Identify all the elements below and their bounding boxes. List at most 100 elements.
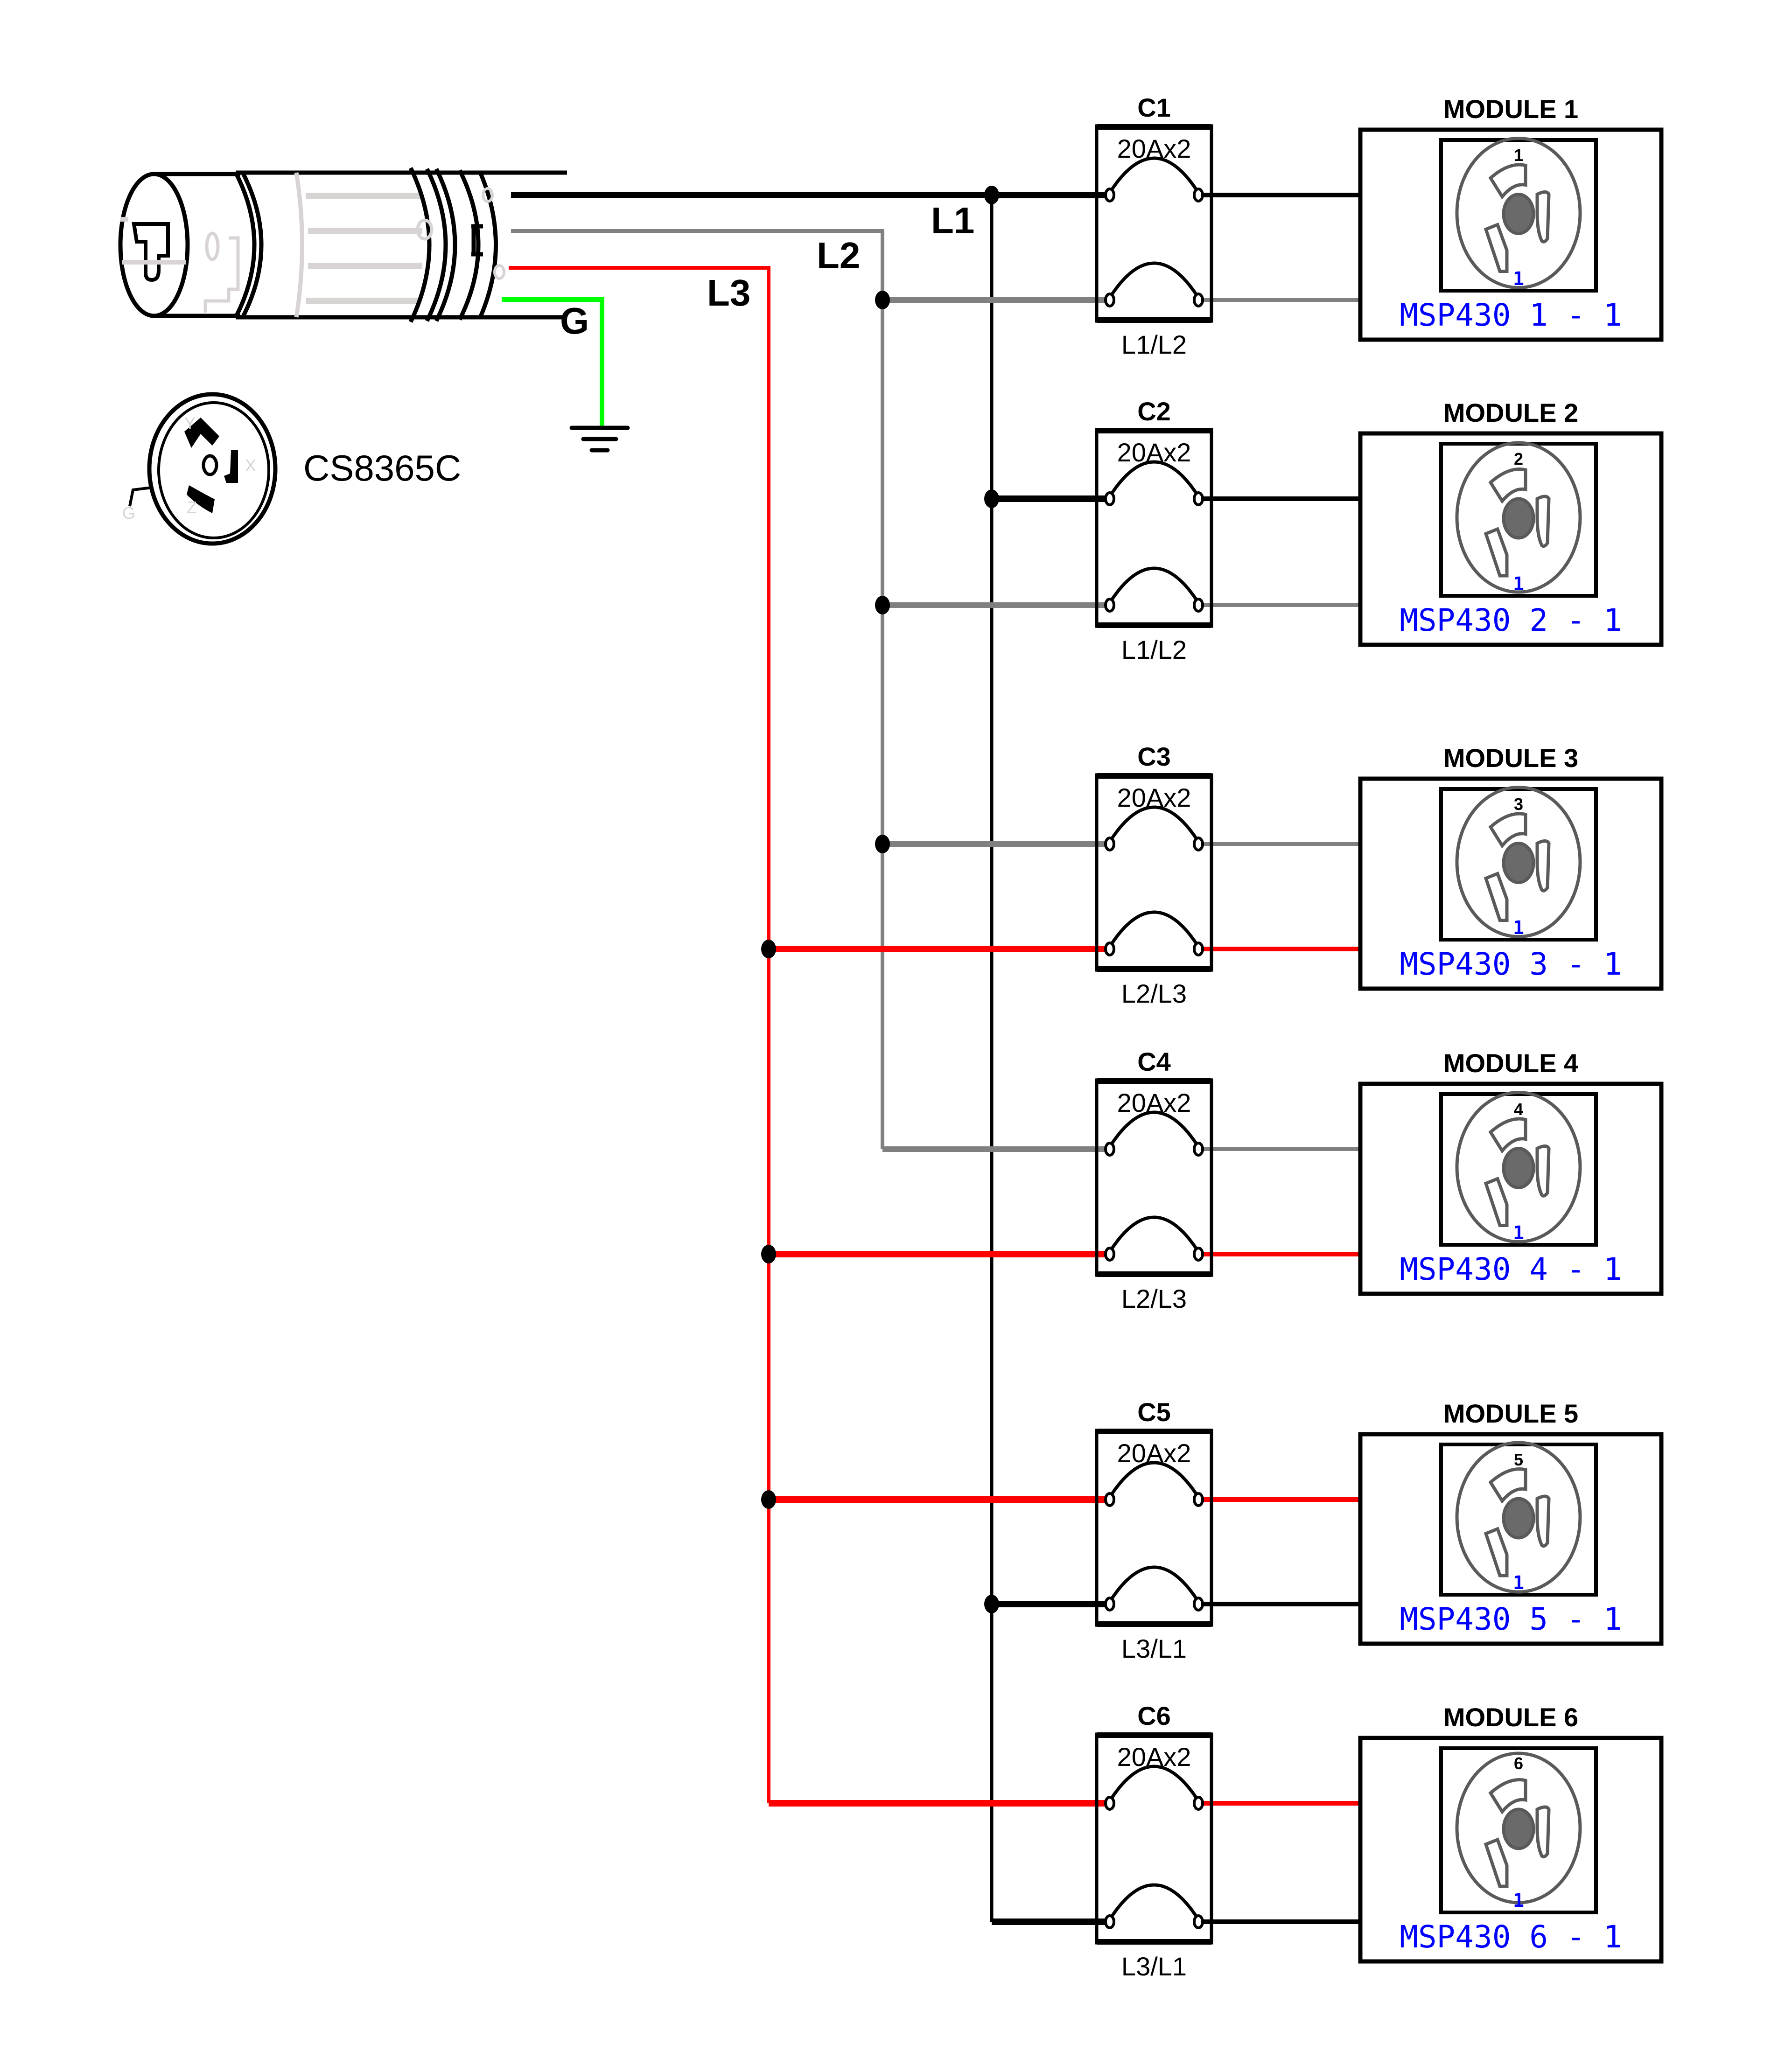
terminal-icon <box>1104 1247 1115 1262</box>
breaker-contact-icon <box>1109 1565 1199 1601</box>
module-number: 1 <box>1514 146 1523 165</box>
outlet-box <box>1439 1746 1598 1914</box>
junction-dot <box>984 489 999 508</box>
terminal-icon <box>1193 942 1204 956</box>
terminal-icon <box>1193 598 1204 613</box>
outlet-number: 1 <box>1513 1572 1524 1594</box>
terminal-icon <box>1193 1796 1204 1811</box>
module-box[interactable] <box>1358 1432 1664 1646</box>
breaker-id: C5 <box>1137 1397 1171 1427</box>
breaker-phases: L3/L1 <box>1121 1952 1187 1981</box>
bus-label-g: G <box>560 300 589 342</box>
junction-dot <box>761 1245 776 1263</box>
pin-label-g: G <box>122 503 135 523</box>
wire-l3-feed <box>509 266 770 1803</box>
breaker-phases: L3/L1 <box>1121 1634 1187 1663</box>
breaker-id: C2 <box>1137 397 1171 426</box>
module-number: 5 <box>1514 1450 1523 1469</box>
terminal-icon <box>1193 491 1204 506</box>
terminal-icon <box>1193 837 1204 851</box>
breaker-contact-icon <box>1109 1110 1199 1146</box>
terminal-icon <box>1193 1142 1204 1157</box>
terminal-icon <box>1104 942 1115 956</box>
outlet-number: 1 <box>1513 573 1524 595</box>
bus-label-l3: L3 <box>707 272 750 314</box>
terminal-icon <box>1104 188 1115 202</box>
breaker-contact-icon <box>1109 1883 1199 1919</box>
breaker-phases: L1/L2 <box>1121 635 1187 664</box>
twist-lock-receptacle-icon <box>1455 1751 1582 1905</box>
breaker-id: C1 <box>1137 93 1171 122</box>
module-box[interactable] <box>1358 1736 1664 1964</box>
terminal-icon <box>1193 1247 1204 1262</box>
terminal-icon <box>1193 1597 1204 1612</box>
module-number: 6 <box>1514 1754 1523 1773</box>
bus-label-l2: L2 <box>817 235 860 276</box>
twist-lock-receptacle-icon <box>1455 1441 1582 1594</box>
twist-lock-receptacle-icon <box>1455 441 1582 594</box>
module-number: 2 <box>1514 449 1523 468</box>
breaker-contact-icon <box>1109 261 1199 297</box>
module-title: MODULE 1 <box>1443 94 1578 124</box>
module-box[interactable] <box>1358 1081 1664 1296</box>
junction-dot <box>761 1490 776 1509</box>
breaker-contact-icon <box>1109 1765 1199 1800</box>
terminal-icon <box>1104 293 1115 307</box>
outlet-number: 1 <box>1513 1890 1524 1912</box>
twist-lock-receptacle-icon <box>1455 1091 1582 1243</box>
breaker-phases: L2/L3 <box>1121 979 1187 1008</box>
module-title: MODULE 5 <box>1443 1399 1578 1428</box>
module-number: 3 <box>1514 795 1523 814</box>
outlet-number: 1 <box>1513 1222 1524 1244</box>
plug-part-number: CS8365C <box>303 447 461 488</box>
module-box[interactable] <box>1358 776 1664 991</box>
feed-wires <box>502 192 994 1922</box>
bus-label-l1: L1 <box>931 200 974 241</box>
module-title: MODULE 4 <box>1443 1048 1578 1078</box>
breaker-rating: 20Ax2 <box>1117 438 1191 467</box>
terminal-icon <box>1104 1142 1115 1157</box>
breaker-contact-icon <box>1109 156 1199 192</box>
breaker-contact-icon <box>1109 805 1199 841</box>
junction-dot <box>875 291 890 309</box>
module-number: 4 <box>1514 1100 1523 1119</box>
terminal-icon <box>1104 598 1115 613</box>
breaker-phases: L1/L2 <box>1121 330 1187 359</box>
module-label: MSP430 1 - 1 <box>1400 297 1622 333</box>
outlet-number: 1 <box>1513 268 1524 290</box>
terminal-icon <box>1193 1914 1204 1929</box>
module-box[interactable] <box>1358 127 1664 342</box>
wire-l2-feed <box>511 229 884 1149</box>
terminal-icon <box>1104 1492 1115 1507</box>
ground-symbol-icon <box>569 426 630 453</box>
junction-dot <box>984 1595 999 1613</box>
plug-face-icon: Y X Z G <box>122 392 278 546</box>
twist-lock-receptacle-icon <box>1455 137 1582 289</box>
junction-dot <box>875 835 890 853</box>
outlet-box <box>1439 1443 1598 1597</box>
terminal-icon <box>1193 188 1204 202</box>
terminal-icon <box>1104 1597 1115 1612</box>
junction-dot <box>761 940 776 958</box>
module-box[interactable] <box>1358 431 1664 647</box>
twist-lock-receptacle-icon <box>1455 786 1582 938</box>
breaker-contact-icon <box>1109 1461 1199 1497</box>
junction-dot <box>875 596 890 614</box>
breaker-contact-icon <box>1109 1215 1199 1251</box>
breaker-contact-icon <box>1109 566 1199 602</box>
module-title: MODULE 6 <box>1443 1702 1578 1732</box>
breaker-phases: L2/L3 <box>1121 1284 1187 1313</box>
module-label: MSP430 5 - 1 <box>1400 1601 1622 1637</box>
breaker-id: C4 <box>1137 1047 1171 1076</box>
module-label: MSP430 2 - 1 <box>1400 602 1622 638</box>
breaker-rating: 20Ax2 <box>1117 783 1191 812</box>
module-label: MSP430 4 - 1 <box>1400 1251 1622 1287</box>
